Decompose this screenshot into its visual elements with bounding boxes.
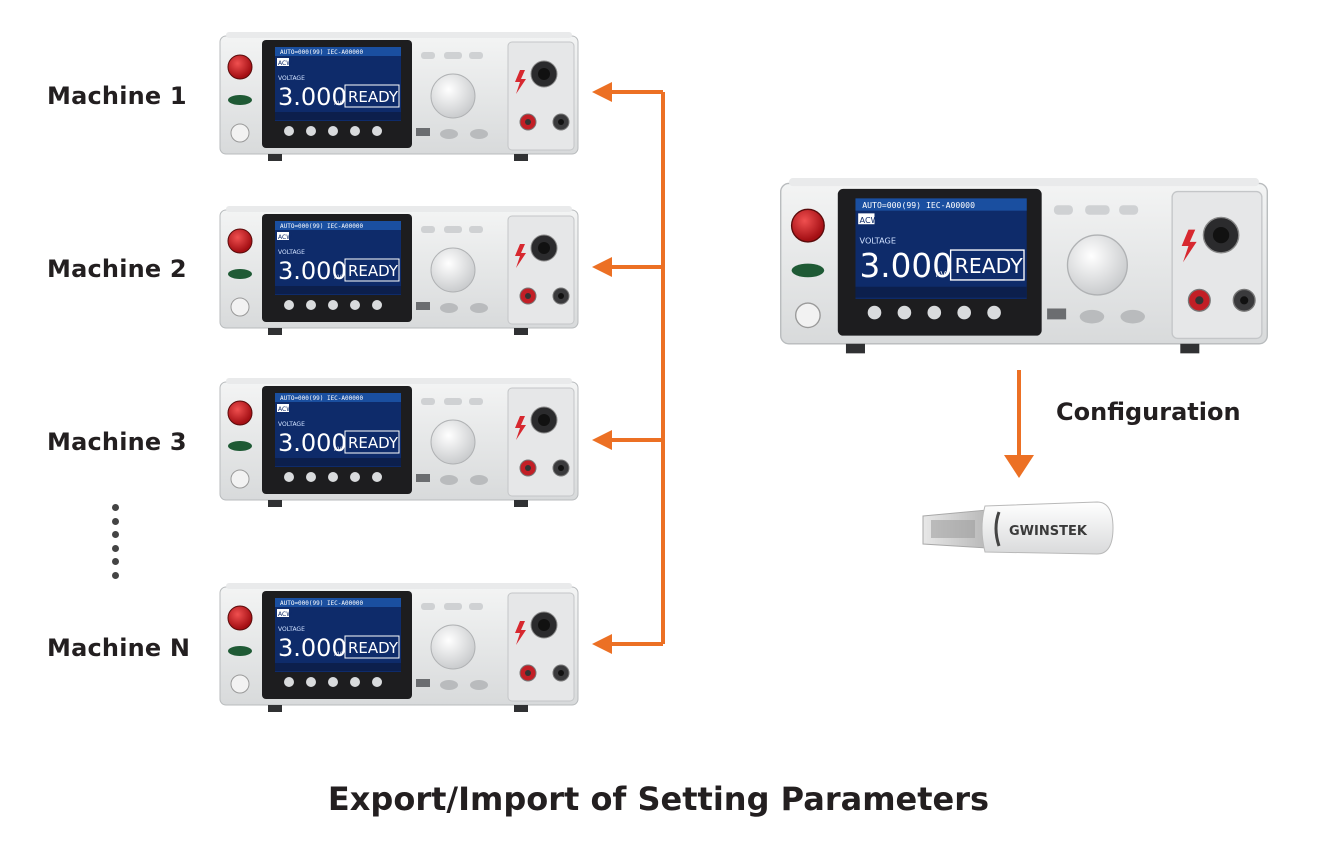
svg-text:READY: READY	[348, 88, 399, 106]
machine-3-label: Machine 3	[47, 428, 187, 456]
svg-text:3.000: 3.000	[278, 83, 347, 111]
tester-illustration: AUTO=000(99) IEC-A00000 ACW VOLTAGE 3.00…	[219, 583, 579, 712]
svg-text:AUTO=000(99) IEC-A00000: AUTO=000(99) IEC-A00000	[280, 600, 363, 607]
svg-text:VOLTAGE: VOLTAGE	[278, 249, 305, 256]
svg-text:3.000: 3.000	[278, 257, 347, 285]
svg-text:ACW: ACW	[860, 215, 879, 225]
source-machine-device: AUTO=000(99) IEC-A00000 ACW VOLTAGE 3.00…	[778, 175, 1270, 355]
svg-text:3.000: 3.000	[860, 247, 953, 285]
machine-1-label: Machine 1	[47, 82, 187, 110]
arrowhead-machine-3	[592, 430, 612, 450]
arrowhead-machine-n	[592, 634, 612, 654]
svg-text:VOLTAGE: VOLTAGE	[278, 421, 305, 428]
svg-text:VOLTAGE: VOLTAGE	[860, 235, 896, 245]
arrowhead-machine-1	[592, 82, 612, 102]
arrowhead-machine-2	[592, 257, 612, 277]
svg-text:AUTO=000(99) IEC-A00000: AUTO=000(99) IEC-A00000	[280, 395, 363, 402]
usb-drive-image: GWINSTEK	[917, 498, 1117, 562]
svg-text:ACW: ACW	[278, 60, 292, 67]
machine-3-device: AUTO=000(99) IEC-A00000 ACW VOLTAGE 3.00…	[218, 376, 580, 508]
machine-n-label: Machine N	[47, 634, 191, 662]
configuration-label: Configuration	[1056, 398, 1241, 426]
svg-text:READY: READY	[348, 262, 399, 280]
diagram-caption: Export/Import of Setting Parameters	[327, 780, 990, 818]
ellipsis-dots	[112, 504, 120, 585]
svg-text:VOLTAGE: VOLTAGE	[278, 75, 305, 82]
svg-text:3.000: 3.000	[278, 429, 347, 457]
machine-n-device: AUTO=000(99) IEC-A00000 ACW VOLTAGE 3.00…	[218, 581, 580, 713]
machine-2-device: AUTO=000(99) IEC-A00000 ACW VOLTAGE 3.00…	[218, 204, 580, 336]
svg-text:ACW: ACW	[278, 611, 292, 618]
svg-text:READY: READY	[955, 254, 1024, 278]
tester-illustration: AUTO=000(99) IEC-A00000 ACW VOLTAGE 3.00…	[219, 206, 579, 335]
svg-text:ACW: ACW	[278, 234, 292, 241]
machine-2-label: Machine 2	[47, 255, 187, 283]
svg-text:VOLTAGE: VOLTAGE	[278, 626, 305, 633]
tester-illustration: AUTO=000(99) IEC-A00000 ACW VOLTAGE 3.00…	[219, 32, 579, 161]
machine-1-device: AUTO=000(99) IEC-A00000 ACW VOLTAGE 3.00…	[218, 30, 580, 162]
svg-text:AUTO=000(99) IEC-A00000: AUTO=000(99) IEC-A00000	[280, 49, 363, 56]
arrowhead-usb	[1004, 455, 1034, 478]
svg-text:READY: READY	[348, 434, 399, 452]
svg-text:kV: kV	[334, 446, 342, 453]
svg-text:3.000: 3.000	[278, 634, 347, 662]
tester-illustration-large: AUTO=000(99) IEC-A00000 ACW VOLTAGE 3.00…	[780, 178, 1268, 354]
svg-text:READY: READY	[348, 639, 399, 657]
svg-text:kV: kV	[936, 269, 947, 279]
usb-brand-text: GWINSTEK	[1009, 524, 1088, 539]
svg-text:kV: kV	[334, 651, 342, 658]
svg-text:AUTO=000(99) IEC-A00000: AUTO=000(99) IEC-A00000	[280, 223, 363, 230]
svg-text:kV: kV	[334, 274, 342, 281]
svg-text:kV: kV	[334, 100, 342, 107]
svg-text:AUTO=000(99) IEC-A00000: AUTO=000(99) IEC-A00000	[862, 200, 975, 210]
tester-illustration: AUTO=000(99) IEC-A00000 ACW VOLTAGE 3.00…	[219, 378, 579, 507]
svg-text:ACW: ACW	[278, 406, 292, 413]
